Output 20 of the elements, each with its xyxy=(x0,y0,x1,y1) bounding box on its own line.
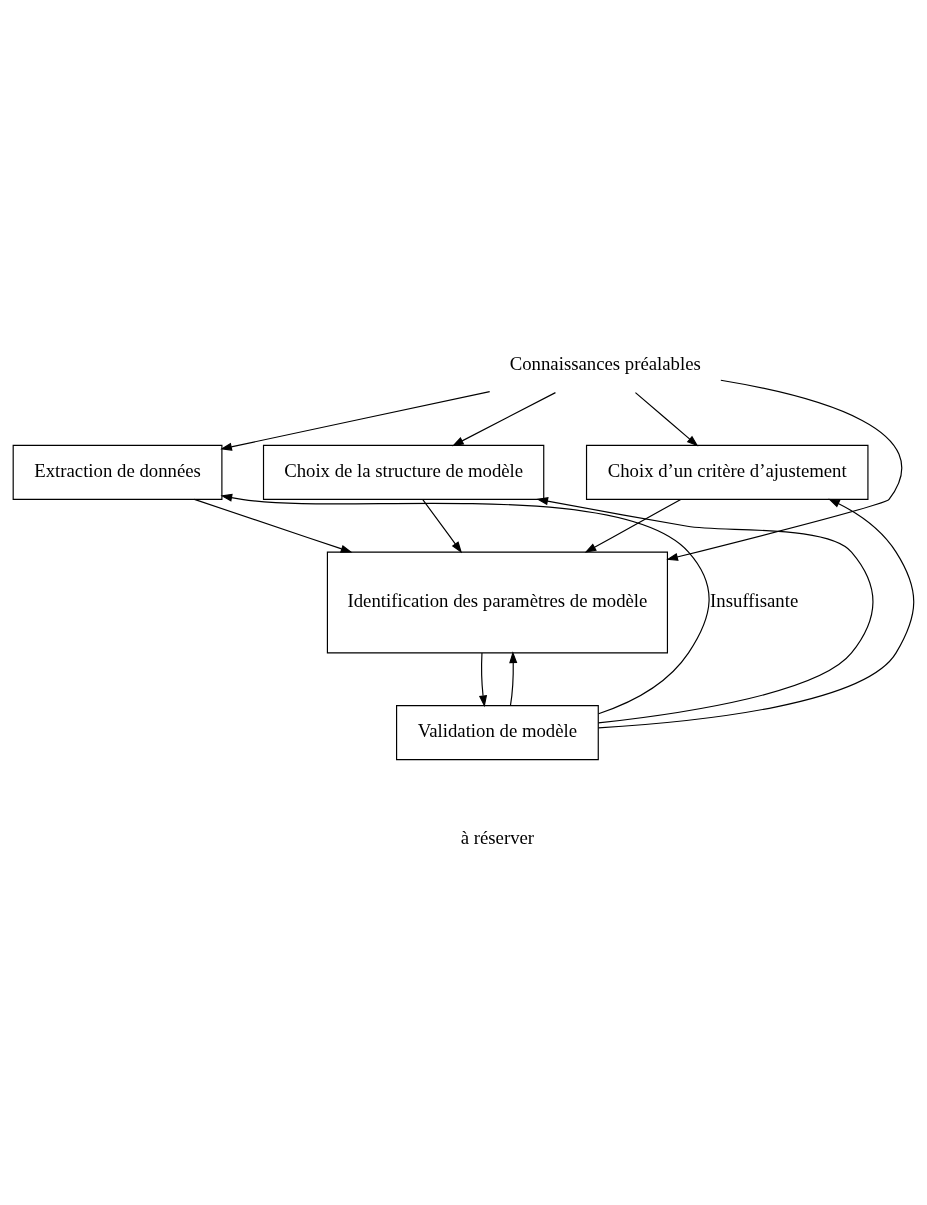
node-box: Extraction de données xyxy=(12,444,223,500)
arrow xyxy=(220,493,710,715)
edge-label: Insuffisante xyxy=(710,589,799,611)
arrow xyxy=(666,379,903,561)
node-box: Choix de la structure de modèle xyxy=(262,444,545,500)
arrow xyxy=(509,651,518,706)
arrow xyxy=(193,498,353,553)
node-box: Validation de modèle xyxy=(396,705,599,761)
arrow xyxy=(634,392,699,447)
node-text: Connaissances préalables xyxy=(509,353,701,375)
arrow xyxy=(536,497,874,724)
arrow xyxy=(220,390,491,451)
arrow xyxy=(478,652,488,708)
node-box: Choix d’un critère d’ajustement xyxy=(585,444,869,500)
node-box: Identification des paramètres de modèle xyxy=(326,551,669,654)
arrow xyxy=(422,498,463,554)
label: à réserver xyxy=(460,826,535,848)
arrow xyxy=(584,498,682,553)
arrow xyxy=(452,392,557,447)
arrow xyxy=(597,498,915,729)
